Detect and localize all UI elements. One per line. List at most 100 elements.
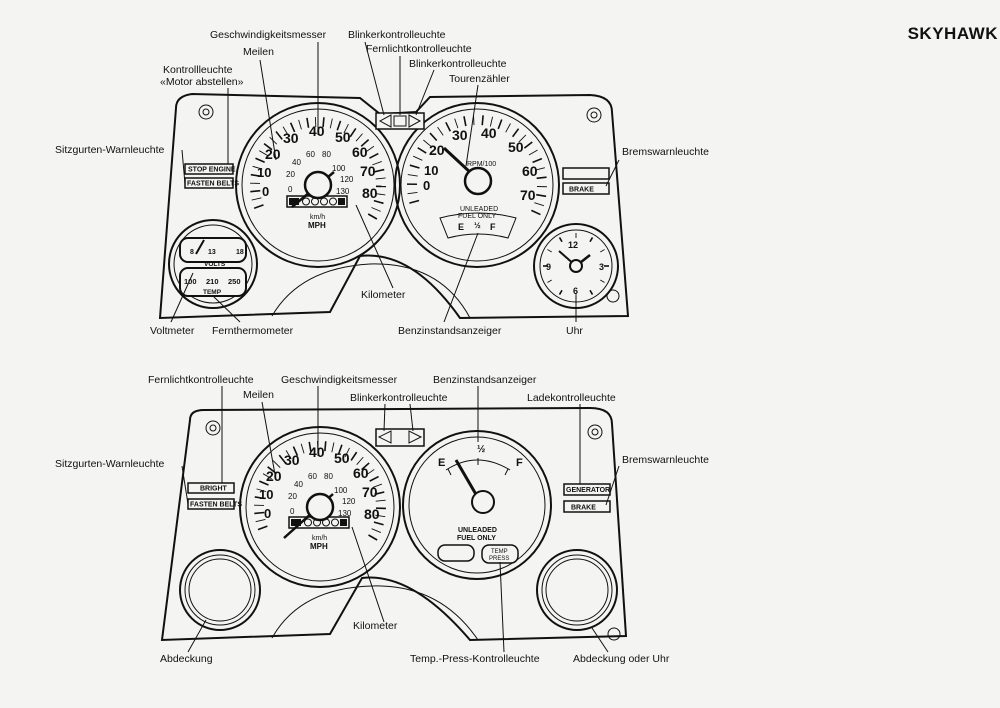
speedo-kmh-120: 120 [340, 175, 354, 184]
label-fernthermometer: Fernthermometer [212, 325, 294, 337]
dial-tick [589, 289, 594, 295]
dial-tick [322, 117, 325, 128]
brake-text: BRAKE [569, 187, 594, 194]
speedo-kmh-130: 130 [336, 187, 350, 196]
dial-tick [505, 123, 511, 133]
label-blinker: Blinkerkontrolleuchte [350, 392, 448, 404]
dial-tick [251, 197, 262, 201]
fuel-text-line2: FUEL ONLY [457, 535, 496, 542]
top-panel-outline [158, 92, 630, 320]
label-abdeckung-uhr: Abdeckung oder Uhr [573, 653, 670, 665]
label-sitzgurten: Sitzgurten-Warnleuchte [55, 458, 164, 470]
speedo-mph-40: 40 [309, 444, 325, 460]
dial-tick [497, 119, 503, 130]
bottom-fuel-gauge: E ½ F UNLEADED FUEL ONLY TEMP PRESS [402, 430, 552, 580]
dial-tick [373, 199, 384, 205]
speedo-kmh-40: 40 [294, 480, 303, 489]
dial-tick [250, 189, 261, 193]
label-kontrollleuchte-1: Kontrollleuchte [163, 64, 233, 76]
dial-tick [250, 173, 261, 177]
dial-tick [409, 199, 420, 204]
left-cover [179, 549, 261, 631]
dial-tick [547, 279, 552, 283]
dial-tick [355, 133, 363, 142]
top-panel-arch [271, 263, 471, 319]
dial-tick [558, 237, 563, 243]
top-leader-lines [170, 41, 620, 323]
dial-tick [445, 121, 452, 132]
label-voltmeter: Voltmeter [150, 325, 195, 337]
dial-tick [372, 160, 382, 166]
dial-tick [409, 164, 420, 169]
dial-tick [532, 157, 543, 164]
screw-icon [198, 104, 214, 120]
speedo-mph-80: 80 [364, 506, 380, 522]
dial-tick [413, 155, 423, 161]
dial-tick [365, 469, 375, 476]
screw-icon [586, 107, 602, 123]
top-panel: 0 10 20 30 40 50 60 70 80 0 20 40 60 80 … [158, 92, 630, 320]
high-beam-icon [393, 115, 407, 127]
speedo-kmh-100: 100 [334, 486, 348, 495]
dial-tick [308, 441, 312, 452]
dial-tick [258, 480, 269, 486]
dial-tick [262, 473, 272, 480]
dial-tick [356, 456, 364, 465]
bright-text: BRIGHT [200, 486, 228, 493]
fuel-e: E [458, 222, 464, 232]
dial-tick [336, 120, 342, 131]
label-kontrollleuchte-2: «Motor abstellen» [160, 76, 244, 88]
label-abdeckung: Abdeckung [160, 653, 213, 665]
temp-press-text-1: TEMP [491, 549, 508, 555]
speedo-kmh-120: 120 [342, 497, 356, 506]
dial-tick [306, 117, 310, 128]
speedo-unit-kmh: km/h [310, 214, 325, 221]
tacho-fuel-line2: FUEL ONLY [458, 213, 496, 220]
clock-6: 6 [573, 286, 578, 296]
dial-tick [369, 475, 379, 482]
dial-tick [375, 177, 386, 180]
tacho-fuel-window [439, 212, 517, 239]
dial-tick [254, 511, 265, 515]
label-kilometer: Kilometer [353, 620, 398, 632]
dial-tick [437, 126, 444, 136]
dial-tick [343, 123, 349, 134]
speedo-mph-30: 30 [283, 130, 299, 146]
dial-tick [371, 207, 381, 212]
tacho-20: 20 [429, 142, 445, 158]
speedo-mph-60: 60 [352, 144, 368, 160]
dial-tick [536, 176, 547, 180]
speedo-kmh-20: 20 [286, 170, 295, 179]
dial-tick [589, 237, 594, 243]
dial-tick [365, 145, 375, 153]
dial-tick [368, 534, 378, 541]
dial-tick [407, 192, 418, 195]
dial-tick [252, 165, 263, 170]
brake-text: BRAKE [571, 505, 596, 512]
screw-icon [606, 289, 620, 303]
indicator-frame [375, 428, 425, 447]
speedo-mph-30: 30 [284, 452, 300, 468]
dial-tick [324, 441, 327, 452]
dial-tick [454, 118, 459, 129]
dial-tick [423, 139, 432, 147]
speedo-mph-40: 40 [309, 123, 325, 139]
label-meilen: Meilen [243, 46, 274, 58]
right-cover [536, 549, 618, 631]
indicator-frame [375, 112, 425, 130]
dial-tick [600, 279, 605, 283]
fuel-half: ½ [474, 221, 481, 230]
dial-tick [344, 447, 350, 458]
speedo-mph-0: 0 [262, 184, 269, 199]
dial-tick [481, 115, 484, 126]
left-arrow-icon [377, 430, 392, 444]
dial-tick [278, 454, 287, 464]
speedo-mph-70: 70 [362, 484, 378, 500]
volts-label: VOLTS [204, 261, 226, 268]
clock-9: 9 [546, 262, 551, 272]
top-speedometer: 0 10 20 30 40 50 60 70 80 0 20 40 60 80 … [235, 102, 401, 268]
tacho-40: 40 [481, 125, 497, 141]
temp-250: 250 [228, 277, 241, 286]
stop-engine-light [184, 163, 234, 175]
speedo-kmh-20: 20 [288, 492, 297, 501]
